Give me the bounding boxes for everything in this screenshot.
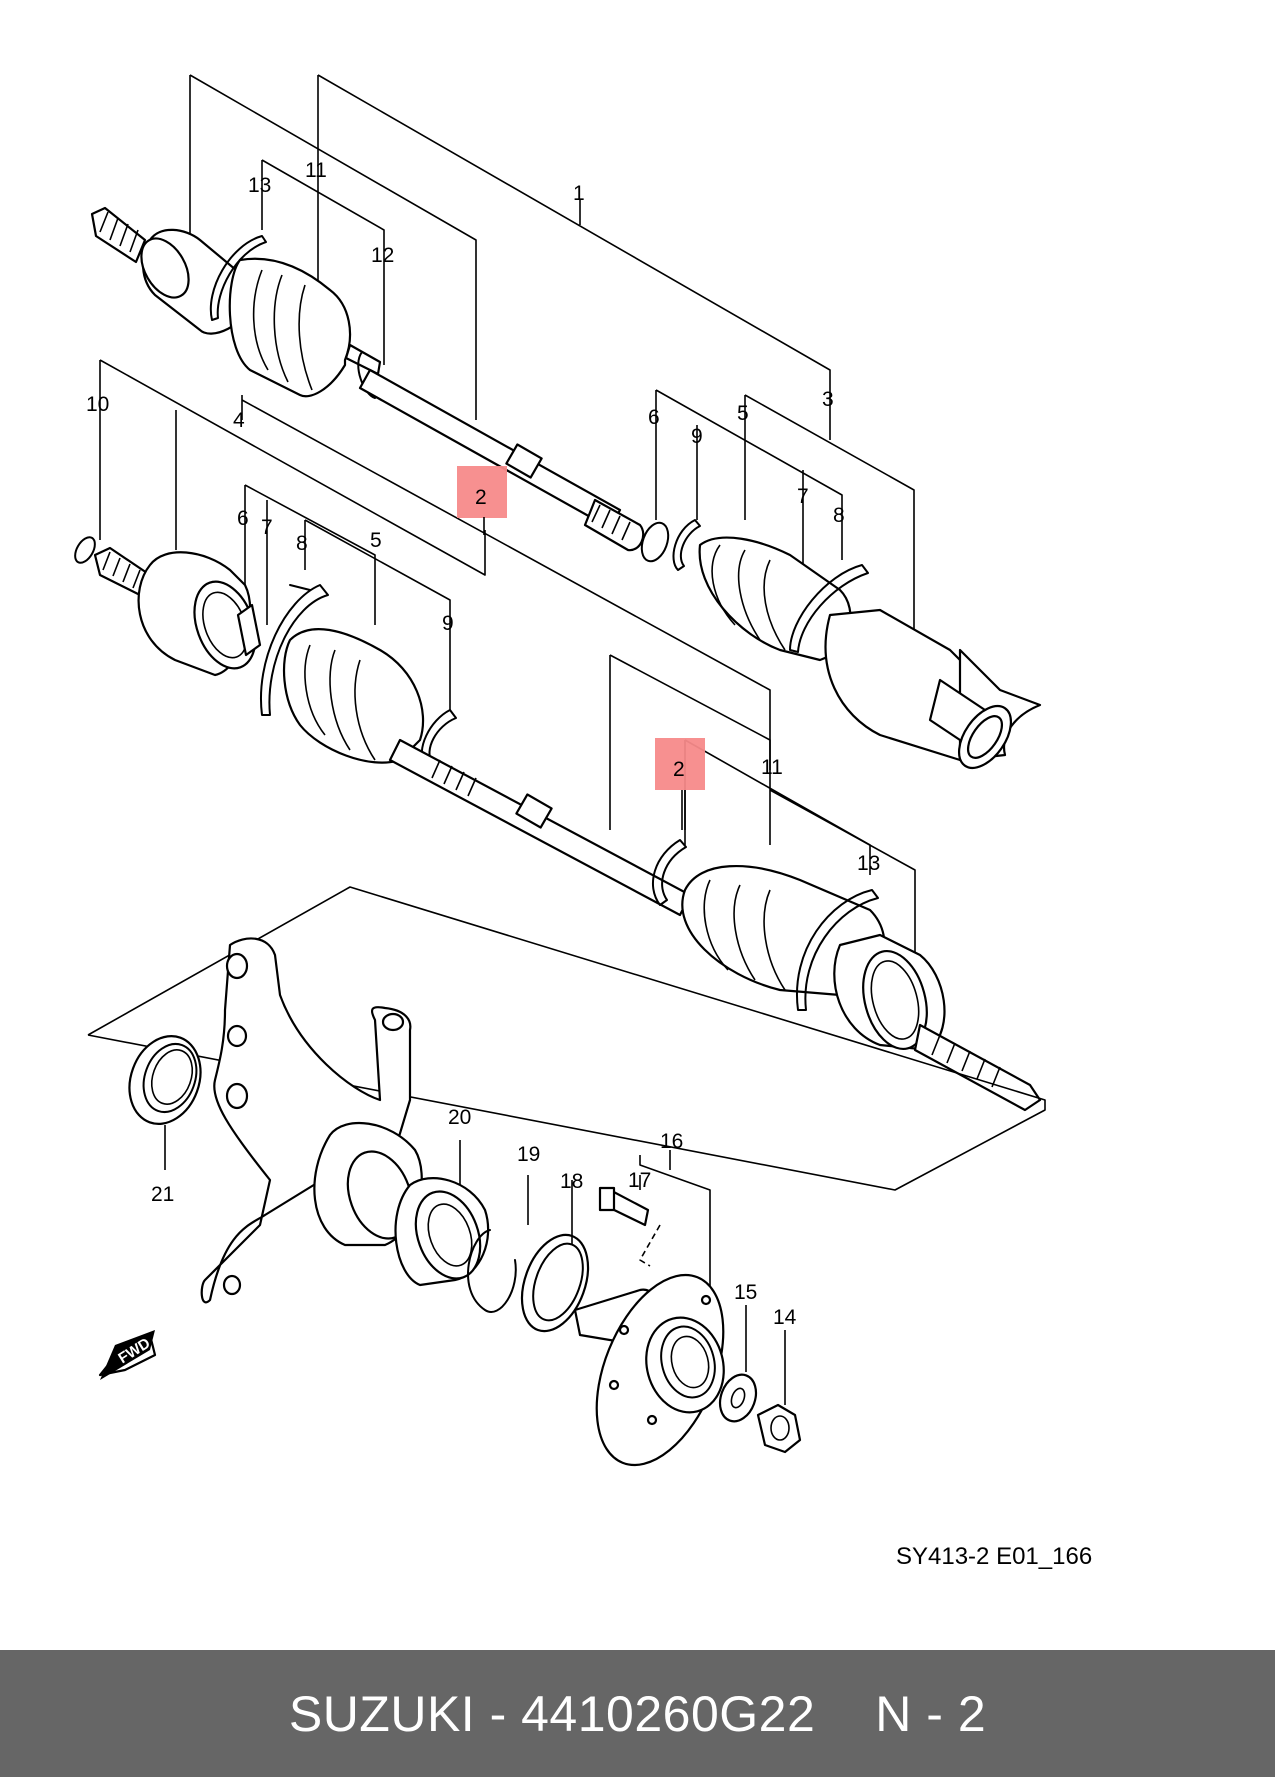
label-part-9-lower: 9 bbox=[442, 612, 454, 635]
label-part-18: 18 bbox=[560, 1170, 583, 1193]
label-part-11-upper: 11 bbox=[305, 159, 327, 182]
label-part-3: 3 bbox=[822, 388, 834, 411]
drawing-code: SY413-2 E01_166 bbox=[896, 1543, 1092, 1570]
label-part-6-upper: 6 bbox=[648, 406, 660, 429]
label-part-21: 21 bbox=[151, 1183, 174, 1206]
label-part-17: 17 bbox=[628, 1169, 651, 1192]
parts-diagram: FWD 1 2 2 3 4 5 5 6 6 7 7 8 8 9 9 10 11 … bbox=[74, 74, 1092, 1570]
label-part-5-upper: 5 bbox=[737, 402, 749, 425]
label-part-13-upper: 13 bbox=[248, 174, 271, 197]
upper-drive-shaft-assembly bbox=[90, 74, 1042, 769]
label-part-8-upper: 8 bbox=[833, 504, 845, 527]
label-part-12: 12 bbox=[371, 244, 394, 267]
footer-part-number: SUZUKI - 4410260G22 bbox=[288, 1685, 816, 1742]
label-part-9-upper: 9 bbox=[691, 425, 703, 448]
label-part-14: 14 bbox=[773, 1306, 797, 1329]
label-part-2-upper: 2 bbox=[475, 486, 487, 509]
label-part-15: 15 bbox=[734, 1281, 757, 1304]
highlight-box-lower bbox=[655, 738, 705, 790]
label-part-6-lower: 6 bbox=[237, 507, 249, 530]
label-part-2-lower: 2 bbox=[673, 758, 685, 781]
highlight-box-upper bbox=[457, 466, 507, 518]
label-part-16: 16 bbox=[660, 1130, 683, 1153]
footer-reference: N - 2 bbox=[875, 1685, 987, 1742]
footer-bar: SUZUKI - 4410260G22 N - 2 bbox=[0, 1650, 1275, 1777]
knuckle-hub-assembly: FWD bbox=[87, 886, 1046, 1467]
label-part-19: 19 bbox=[517, 1143, 540, 1166]
label-part-7-lower: 7 bbox=[261, 516, 273, 539]
label-part-5-lower: 5 bbox=[370, 529, 382, 552]
label-part-8-lower: 8 bbox=[296, 532, 308, 555]
label-part-10: 10 bbox=[86, 393, 109, 416]
label-part-4: 4 bbox=[233, 409, 245, 432]
fwd-arrow-icon: FWD bbox=[98, 1330, 157, 1380]
label-part-11-lower: 11 bbox=[761, 756, 783, 779]
label-part-7-upper: 7 bbox=[797, 485, 809, 508]
label-part-13-lower: 13 bbox=[857, 852, 880, 875]
label-part-1: 1 bbox=[573, 182, 585, 205]
label-part-20: 20 bbox=[448, 1106, 471, 1129]
